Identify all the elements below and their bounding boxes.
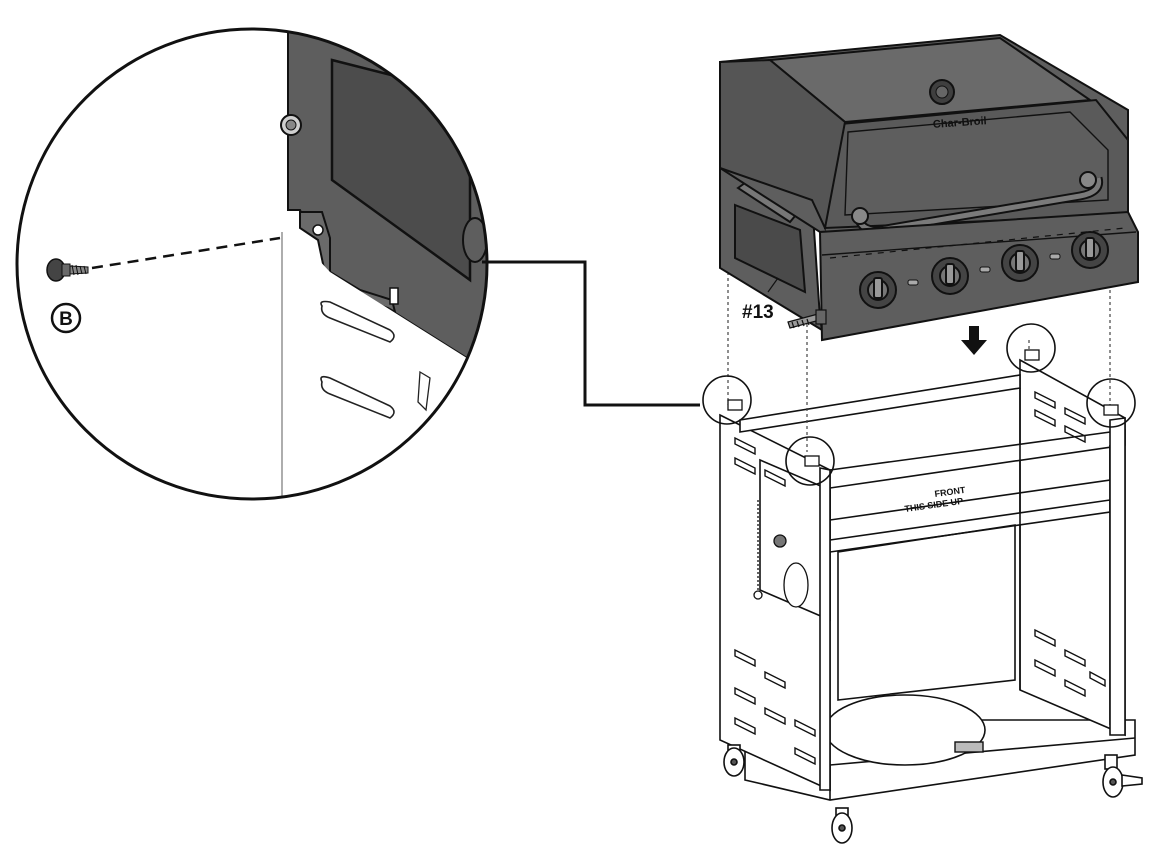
igniter-part — [787, 309, 827, 329]
detail-magnifier — [15, 27, 489, 501]
alignment-guides — [727, 260, 1111, 452]
grease-tray-slot — [954, 741, 984, 753]
knob-3-icon — [1001, 244, 1039, 282]
align-circle-back-left — [702, 375, 752, 425]
align-circle-front-right — [1086, 378, 1136, 428]
callout-b: B — [50, 302, 82, 334]
zoomed-hole — [312, 224, 324, 236]
caster-wheels — [723, 744, 1143, 844]
caster-front-left — [723, 744, 745, 777]
zoomed-slot-1 — [320, 300, 395, 343]
caster-front-center — [831, 807, 853, 844]
cart-left-slots — [734, 436, 816, 766]
magnifier-border — [15, 27, 489, 501]
grill-head — [719, 33, 1139, 342]
cart-right-slots — [1034, 390, 1106, 698]
caster-right — [1102, 754, 1143, 798]
alignment-circles — [702, 323, 1136, 486]
knob-indicators — [907, 253, 1061, 286]
screw-insertion-line — [91, 236, 281, 270]
cart-top-tabs — [727, 349, 1119, 467]
emboss-front: FRONT — [934, 485, 967, 499]
knob-1-icon — [859, 271, 897, 309]
emboss-this-side-up: THIS SIDE UP — [904, 496, 964, 514]
cart-side-fixtures — [753, 500, 809, 608]
detail-connector-line — [482, 260, 700, 407]
part-13-label: #13 — [742, 302, 774, 323]
callout-b-label: B — [59, 309, 73, 330]
screw-b — [46, 258, 89, 282]
knob-2-icon — [931, 257, 969, 295]
knob-4-icon — [1071, 231, 1109, 269]
brand-logo-text: Char-Broil — [933, 115, 987, 131]
control-knobs — [859, 231, 1109, 309]
part-13-leader — [767, 277, 779, 293]
zoomed-slot-2 — [320, 375, 395, 419]
align-circle-back-right — [1006, 323, 1056, 373]
down-arrow-icon — [961, 326, 987, 355]
grill-cart — [719, 358, 1136, 801]
align-circle-front-left — [785, 436, 835, 486]
